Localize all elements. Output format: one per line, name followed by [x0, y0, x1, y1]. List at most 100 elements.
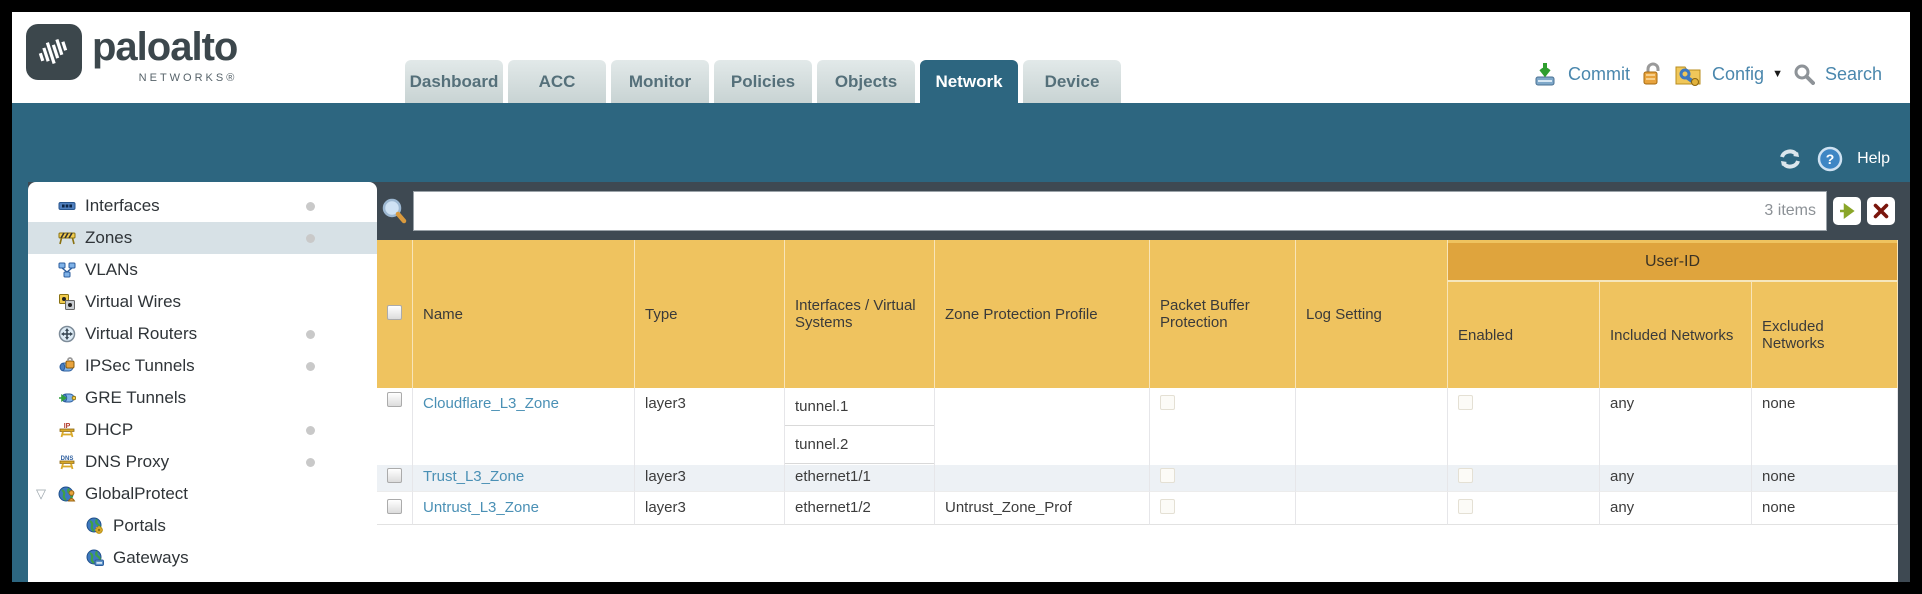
sidebar-item-label: Gateways [113, 548, 189, 567]
sidebar-item-zones[interactable]: Zones [28, 222, 377, 254]
packet-buffer-protection-cell [1150, 465, 1296, 491]
tab-device[interactable]: Device [1023, 60, 1121, 103]
select-all-checkbox[interactable] [387, 304, 402, 320]
status-dot [306, 233, 315, 243]
status-dot [306, 361, 315, 371]
filter-input[interactable] [424, 202, 1765, 220]
select-all-header [377, 240, 413, 388]
packet-buffer-checkbox[interactable] [1160, 395, 1175, 410]
sidebar-item-virtual-routers[interactable]: Virtual Routers [28, 318, 377, 350]
clear-filter-button[interactable] [1867, 197, 1895, 225]
expander-icon[interactable]: ▽ [36, 486, 46, 501]
zone-type-cell: layer3 [635, 388, 785, 465]
sidebar-item-label: GlobalProtect [85, 484, 188, 503]
sidebar-item-virtual-wires[interactable]: Virtual Wires [28, 286, 377, 318]
virtual-wires-icon [59, 294, 75, 310]
tab-monitor[interactable]: Monitor [611, 60, 709, 103]
apply-filter-button[interactable] [1833, 197, 1861, 225]
sidebar-item-globalprotect[interactable]: ▽ GlobalProtect [28, 478, 377, 510]
col-header-included-networks[interactable]: Included Networks [1600, 282, 1752, 388]
sidebar-item-gateways[interactable]: Gateways [28, 542, 377, 574]
packet-buffer-protection-cell [1150, 491, 1296, 525]
vlans-icon [58, 262, 76, 278]
user-id-enabled-checkbox[interactable] [1458, 468, 1473, 483]
top-actions: Commit Config ▼ Search [1532, 61, 1882, 87]
col-header-name[interactable]: Name [413, 240, 635, 388]
row-checkbox[interactable] [387, 392, 402, 407]
interface-entry: tunnel.1 [785, 388, 934, 426]
sidebar-item-interfaces[interactable]: Interfaces [28, 190, 377, 222]
zone-type-cell: layer3 [635, 465, 785, 491]
packet-buffer-protection-cell [1150, 388, 1296, 465]
col-header-log-setting[interactable]: Log Setting [1296, 240, 1448, 388]
zone-name-cell: Cloudflare_L3_Zone [413, 388, 635, 465]
search-button[interactable]: Search [1824, 63, 1882, 84]
main-panel: 3 items [377, 182, 1910, 582]
refresh-icon[interactable] [1777, 147, 1803, 171]
col-header-packet-buffer-protection[interactable]: Packet Buffer Protection [1150, 240, 1296, 388]
sidebar-item-label: DHCP [85, 420, 134, 439]
log-setting-cell [1296, 388, 1448, 465]
zone-name-link[interactable]: Cloudflare_L3_Zone [423, 395, 559, 412]
sidebar-item-ipsec-tunnels[interactable]: IPSec Tunnels [28, 350, 377, 382]
config-dropdown-caret[interactable]: ▼ [1772, 68, 1783, 80]
sidebar-item-portals[interactable]: Portals [28, 510, 377, 542]
table-row: Untrust_L3_Zone layer3 ethernet1/2 Untru… [377, 491, 1898, 525]
zone-type-cell: layer3 [635, 491, 785, 525]
col-header-enabled[interactable]: Enabled [1448, 282, 1600, 388]
sidebar-item-label: DNS Proxy [85, 452, 170, 471]
row-select-cell [377, 388, 413, 465]
sidebar-item-dns-proxy[interactable]: DNS DNS Proxy [28, 446, 377, 478]
packet-buffer-checkbox[interactable] [1160, 499, 1175, 514]
sidebar-item-label: VLANs [85, 260, 138, 279]
top-bar: paloalto NETWORKS® Dashboard ACC Monitor… [12, 12, 1910, 103]
zone-name-cell: Trust_L3_Zone [413, 465, 635, 491]
included-networks-cell: any [1600, 388, 1752, 465]
status-dot [306, 457, 315, 467]
log-setting-cell [1296, 491, 1448, 525]
zone-name-link[interactable]: Untrust_L3_Zone [423, 499, 539, 516]
sidebar-item-vlans[interactable]: VLANs [28, 254, 377, 286]
sidebar-item-gre-tunnels[interactable]: GRE Tunnels [28, 382, 377, 414]
tab-policies[interactable]: Policies [714, 60, 812, 103]
packet-buffer-checkbox[interactable] [1160, 468, 1175, 483]
filter-search-icon [382, 198, 407, 224]
col-header-interfaces[interactable]: Interfaces / Virtual Systems [785, 240, 935, 388]
row-select-cell [377, 491, 413, 525]
tab-dashboard[interactable]: Dashboard [405, 60, 503, 103]
sidebar-item-label: GRE Tunnels [85, 388, 187, 407]
zones-icon [58, 232, 76, 245]
table-row: Cloudflare_L3_Zone layer3 tunnel.1 tunne… [377, 388, 1898, 465]
col-header-zone-protection-profile[interactable]: Zone Protection Profile [935, 240, 1150, 388]
user-id-enabled-cell [1448, 491, 1600, 525]
col-header-excluded-networks[interactable]: Excluded Networks [1752, 282, 1898, 388]
row-select-cell [377, 465, 413, 491]
content-area: Interfaces Zones VLANs Virtual Wires Vir… [12, 182, 1910, 582]
excluded-networks-cell: none [1752, 491, 1898, 525]
excluded-networks-cell: none [1752, 465, 1898, 491]
row-checkbox[interactable] [387, 468, 402, 483]
commit-button[interactable]: Commit [1568, 63, 1631, 84]
sidebar-item-dhcp[interactable]: IP DHCP [28, 414, 377, 446]
row-checkbox[interactable] [387, 499, 402, 514]
config-button[interactable]: Config [1712, 63, 1765, 84]
sub-header-band: ? Help [12, 103, 1910, 182]
help-label[interactable]: Help [1857, 150, 1890, 167]
zone-interfaces-cell: ethernet1/1 [785, 465, 935, 491]
help-icon[interactable]: ? [1817, 146, 1843, 172]
col-header-type[interactable]: Type [635, 240, 785, 388]
user-id-enabled-checkbox[interactable] [1458, 499, 1473, 514]
tab-objects[interactable]: Objects [817, 60, 915, 103]
virtual-routers-icon [58, 325, 76, 343]
lock-icon[interactable] [1640, 61, 1664, 87]
zone-name-cell: Untrust_L3_Zone [413, 491, 635, 525]
brand-subtitle: NETWORKS® [138, 72, 238, 84]
svg-text:?: ? [1826, 151, 1835, 167]
zone-name-link[interactable]: Trust_L3_Zone [423, 468, 525, 485]
tab-acc[interactable]: ACC [508, 60, 606, 103]
sidebar-item-label: Virtual Wires [85, 292, 182, 311]
user-id-enabled-checkbox[interactable] [1458, 395, 1473, 410]
left-gutter [12, 182, 28, 582]
zones-table: Name Type Interfaces / Virtual Systems Z… [377, 240, 1898, 532]
tab-network[interactable]: Network [920, 60, 1018, 103]
